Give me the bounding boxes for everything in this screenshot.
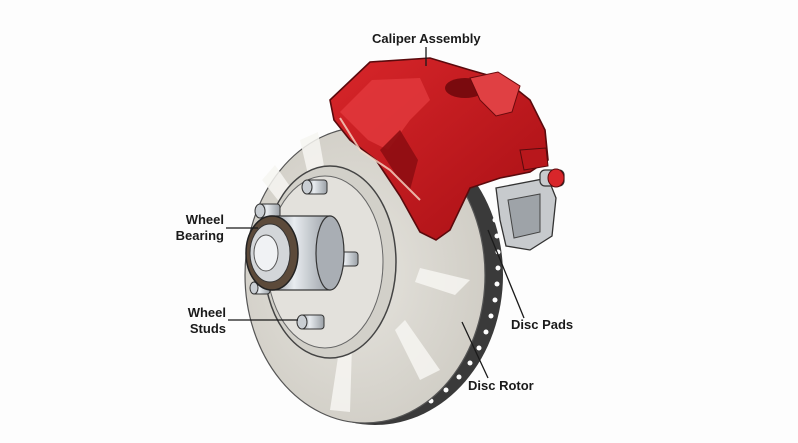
caliper-assembly-text: Caliper Assembly	[372, 31, 481, 46]
wheel-studs-text-line2: Studs	[189, 321, 226, 336]
label-wheel-bearing: Wheel Bearing	[160, 212, 224, 244]
stud-left	[254, 203, 281, 219]
disc-pads-text: Disc Pads	[511, 317, 574, 332]
label-disc-rotor: Disc Rotor	[468, 378, 534, 394]
label-disc-pads: Disc Pads	[511, 317, 573, 333]
leader-lines	[226, 47, 525, 379]
label-caliper-assembly: Caliper Assembly	[372, 31, 481, 47]
caliper-assembly	[329, 57, 565, 241]
rotor-vent-holes	[428, 187, 501, 404]
pads-leader	[487, 229, 525, 319]
wheel-bearing-text-line2: Bearing	[175, 228, 224, 243]
stud-bottom	[296, 314, 325, 330]
stud-top	[301, 179, 328, 195]
disc-rotor-text: Disc Rotor	[468, 378, 534, 393]
stud-lower-left	[249, 281, 271, 295]
label-wheel-studs: Wheel Studs	[170, 305, 226, 337]
rotor-leader	[461, 321, 489, 379]
wheel-studs-text-line1: Wheel	[187, 305, 226, 320]
wheel-bearing	[245, 215, 345, 291]
wheel-bearing-text-line1: Wheel	[185, 212, 224, 227]
